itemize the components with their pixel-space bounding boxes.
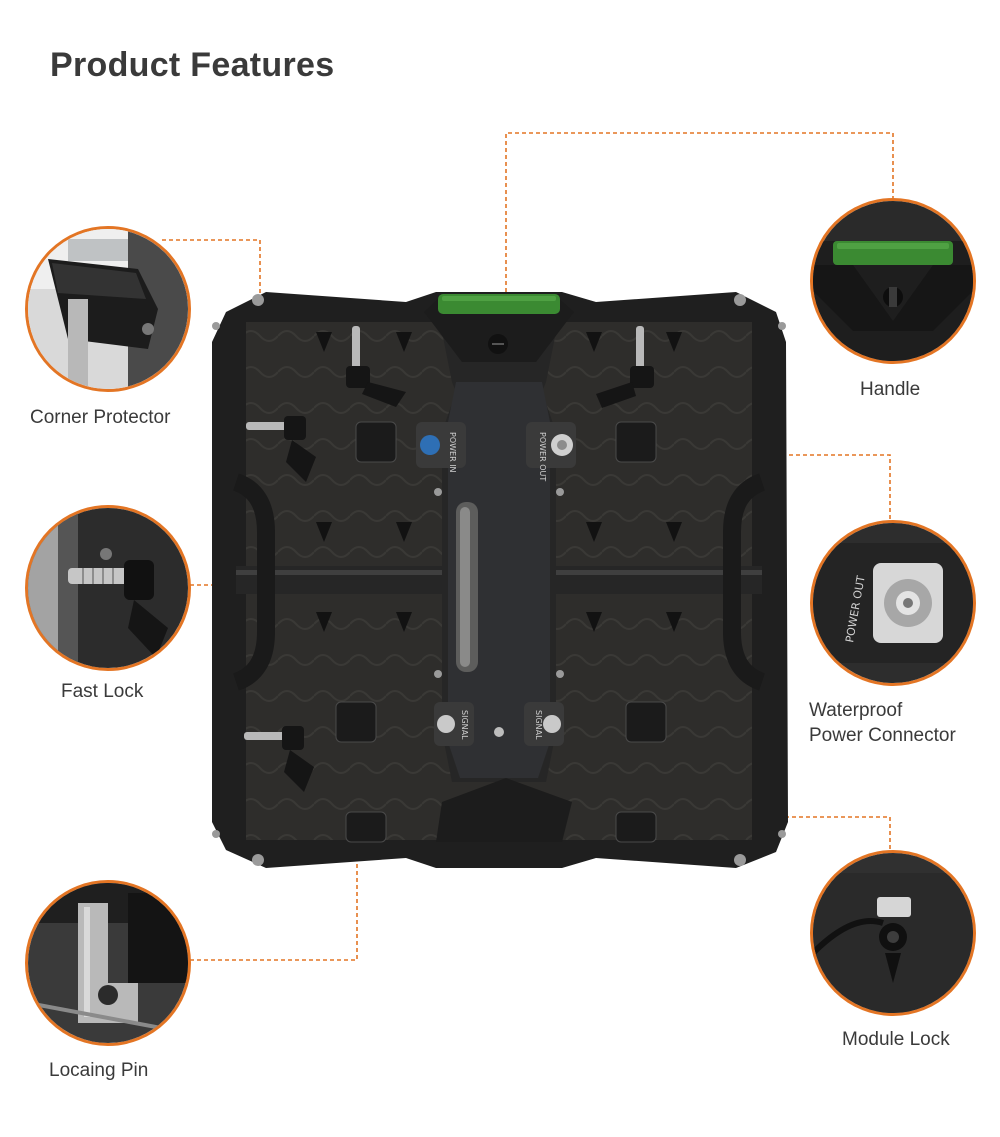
power-in-connector: POWER IN (416, 422, 466, 473)
leader-handle (505, 132, 894, 292)
leader-corner-protector (162, 239, 261, 296)
svg-text:POWER IN: POWER IN (448, 432, 457, 473)
label-power-connector-line2: Power Connector (809, 725, 956, 746)
page-title: Product Features (50, 46, 335, 84)
label-power-connector-line1: Waterproof (809, 700, 903, 721)
power-connector-detail: POWER OUT (810, 520, 976, 686)
power-out-connector: POWER OUT (526, 422, 576, 481)
svg-text:SIGNAL: SIGNAL (534, 710, 543, 740)
label-module-lock: Module Lock (842, 1029, 950, 1050)
locating-pin-detail (25, 880, 191, 1046)
corner-protector-detail (25, 226, 191, 392)
label-corner-protector: Corner Protector (30, 407, 171, 428)
label-locating-pin: Locaing Pin (49, 1060, 149, 1081)
svg-text:SIGNAL: SIGNAL (460, 710, 469, 740)
leader-locating-pin (190, 860, 358, 961)
label-power-connector: Waterproof Power Connector (809, 698, 956, 748)
label-handle: Handle (860, 379, 921, 400)
fast-lock-detail (25, 505, 191, 671)
svg-text:POWER OUT: POWER OUT (538, 432, 547, 481)
label-fast-lock: Fast Lock (61, 681, 144, 702)
signal-connectors: SIGNAL SIGNAL (434, 702, 564, 746)
module-lock-detail (810, 850, 976, 1016)
led-cabinet-panel: POWER IN POWER OUT SIGNAL SIGNAL (212, 292, 788, 868)
handle-detail (810, 198, 976, 364)
